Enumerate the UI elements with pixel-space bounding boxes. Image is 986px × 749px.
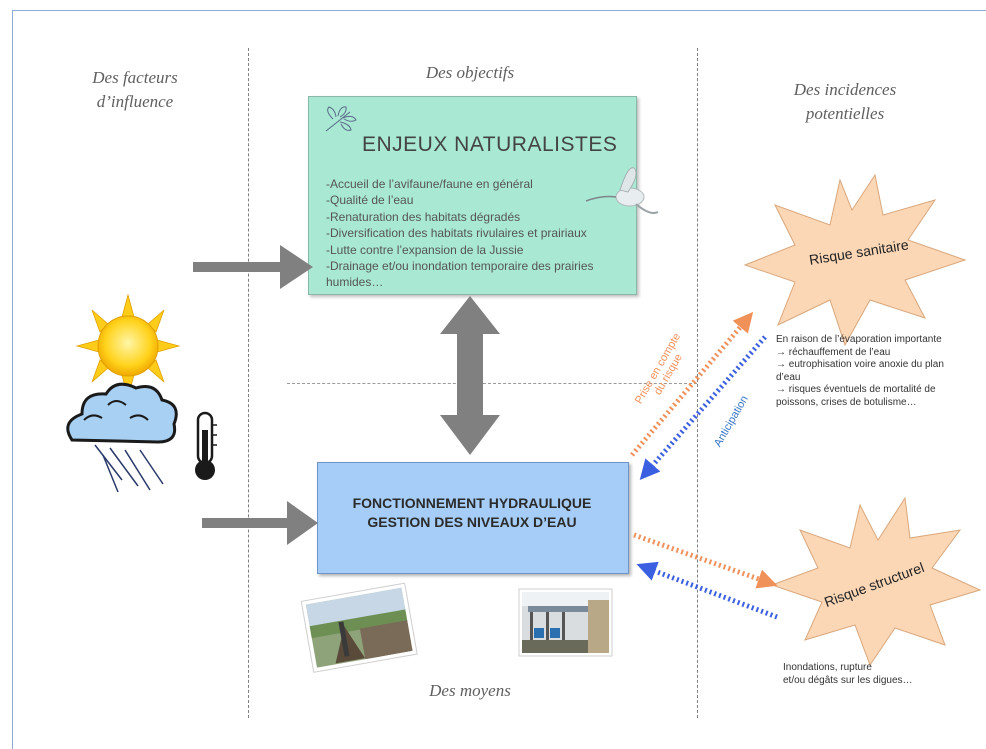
column-title-moyens: Des moyens — [429, 681, 511, 700]
column-title-objectifs: Des objectifs — [425, 63, 515, 82]
horizontal-separator — [287, 383, 697, 384]
frame-left-line — [12, 10, 13, 749]
risque-sanitaire-star — [743, 173, 967, 347]
arrow-influence-to-fonctionnement — [202, 501, 318, 545]
arrow-anticipation-structurel — [636, 561, 778, 620]
enjeux-item: -Qualité de l’eau — [326, 193, 414, 208]
fonctionnement-hydraulique-box — [317, 462, 629, 574]
column-separator-right — [697, 48, 698, 718]
sun-icon — [75, 293, 181, 399]
column-title-incidences: Des incidences potentielles — [793, 80, 897, 123]
enjeux-item: -Drainage et/ou inondation temporaire de… — [326, 259, 594, 290]
enjeux-item: -Accueil de l’avifaune/faune en général — [326, 177, 533, 191]
double-arrow-enjeux-fonctionnement — [440, 296, 500, 455]
dragonfly-icon — [325, 106, 357, 132]
rain-cloud-icon — [66, 382, 178, 493]
column-title-influence: Des facteurs d’influence — [92, 68, 178, 111]
arrow-prise-en-compte-structurel — [633, 532, 778, 589]
thermometer-icon — [195, 411, 217, 480]
enjeux-list: -Accueil de l’avifaune/faune en général … — [326, 176, 631, 291]
enjeux-item: -Lutte contre l’expansion de la Jussie — [326, 242, 524, 257]
enjeux-item: -Renaturation des habitats dégradés — [326, 209, 521, 224]
arrow-anticipation-sanitaire — [639, 335, 767, 481]
frame-top-line — [12, 10, 986, 11]
fonctionnement-title: FONCTIONNEMENT HYDRAULIQUE GESTION DES N… — [352, 495, 592, 530]
risque-structurel-star — [770, 496, 982, 667]
risque-sanitaire-note: En raison de l’évaporation importante → … — [776, 334, 944, 408]
enjeux-item: -Diversification des habitats rivulaires… — [326, 226, 587, 241]
pump-station-photo — [518, 588, 613, 657]
risque-structurel-note: Inondations, rupture et/ou dégâts sur le… — [783, 662, 913, 686]
heron-icon — [585, 167, 659, 214]
enjeux-title: ENJEUX NATURALISTES — [362, 133, 618, 156]
sluice-photo — [300, 582, 418, 673]
column-separator-left — [248, 48, 249, 718]
enjeux-naturalistes-box — [308, 96, 637, 295]
arrow-influence-to-enjeux — [193, 245, 313, 289]
